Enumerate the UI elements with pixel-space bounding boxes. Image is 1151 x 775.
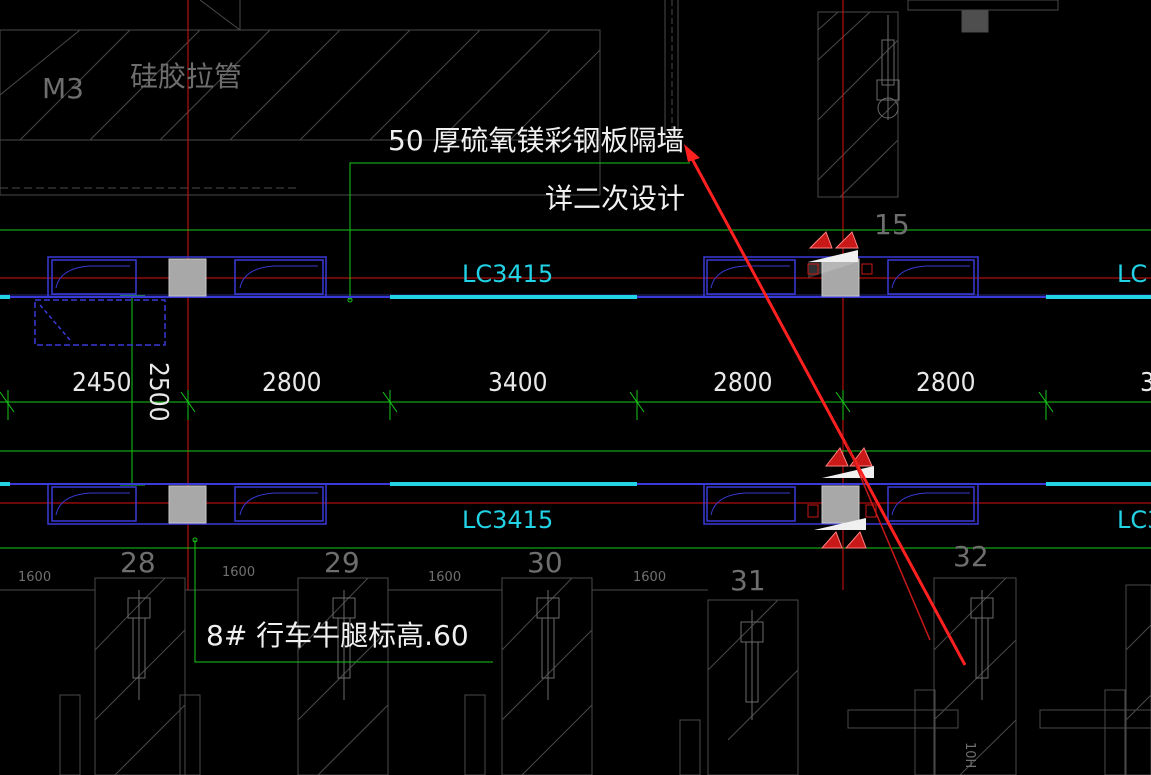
tube-label: 硅胶拉管 — [130, 60, 242, 93]
bottom-code: 10H — [962, 742, 977, 768]
axis-number: 28 — [120, 546, 156, 579]
crane-note: 8# 行车牛腿标高.60 — [206, 619, 469, 652]
dimension-lines — [0, 162, 1151, 663]
axis-number: 32 — [953, 540, 989, 573]
window-label: LC — [1117, 260, 1147, 288]
dimension-label: 3400 — [488, 368, 548, 398]
dimension-label: 3 — [1140, 368, 1151, 398]
dimension-label: 2800 — [262, 368, 322, 398]
dimension-label-vertical: 2500 — [143, 362, 173, 422]
axis-number: 30 — [527, 546, 563, 579]
axis-number: 29 — [324, 546, 360, 579]
spacing-label: 1600 — [222, 565, 255, 580]
column-31-bottom — [821, 485, 860, 524]
beam-boxes — [34, 256, 979, 525]
wall-note-line1: 50 厚硫氧镁彩钢板隔墙 — [388, 124, 685, 157]
column-28-top — [168, 258, 207, 297]
wall-note-line2: 详二次设计 — [545, 182, 685, 215]
beam-curves — [55, 265, 970, 516]
spacing-label: 1600 — [633, 570, 666, 585]
axis-number: 15 — [874, 208, 910, 241]
spacing-label: 1600 — [428, 570, 461, 585]
spacing-label: 1600 — [18, 570, 51, 585]
window-label: LC3415 — [462, 260, 553, 288]
column-brackets — [807, 231, 877, 549]
dimension-label: 2450 — [72, 368, 132, 398]
room-label: M3 — [42, 72, 84, 105]
red-arrow — [684, 144, 967, 666]
column-28-bottom — [168, 485, 207, 524]
dimension-label: 2800 — [713, 368, 773, 398]
axis-number: 31 — [730, 564, 766, 597]
window-label: LC3 — [1117, 506, 1151, 534]
window-label: LC3415 — [462, 506, 553, 534]
columns — [168, 258, 860, 524]
dimension-label: 2800 — [916, 368, 976, 398]
